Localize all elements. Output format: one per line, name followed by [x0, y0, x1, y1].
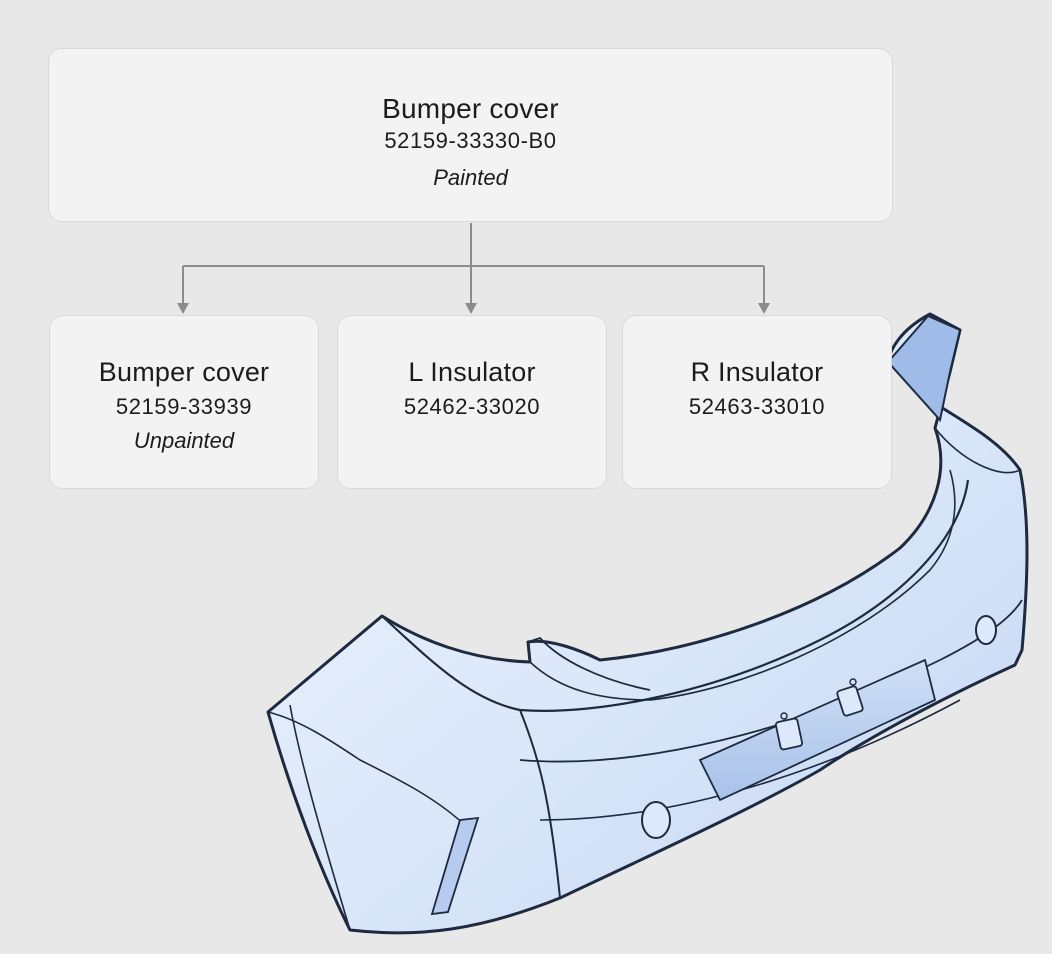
child-part-title: R Insulator: [690, 357, 824, 387]
root-part-title: Bumper cover: [382, 93, 559, 124]
child-part-card-bumper-cover: Bumper cover 52159-33939 Unpainted: [49, 315, 319, 489]
child-part-card-r-insulator: R Insulator 52463-33010: [622, 315, 892, 489]
root-part-card: Bumper cover 52159-33330-B0 Painted: [48, 48, 893, 222]
child-part-number: 52463-33010: [688, 394, 826, 419]
child-part-card-l-insulator: L Insulator 52462-33020: [337, 315, 607, 489]
child-part-title: Bumper cover: [98, 357, 270, 387]
root-part-note: Painted: [433, 165, 508, 190]
child-part-title: L Insulator: [408, 357, 536, 387]
root-part-number: 52159-33330-B0: [384, 128, 557, 153]
child-part-number: 52159-33939: [115, 394, 253, 419]
child-part-number: 52462-33020: [403, 394, 541, 419]
child-part-note: Unpainted: [133, 428, 235, 453]
